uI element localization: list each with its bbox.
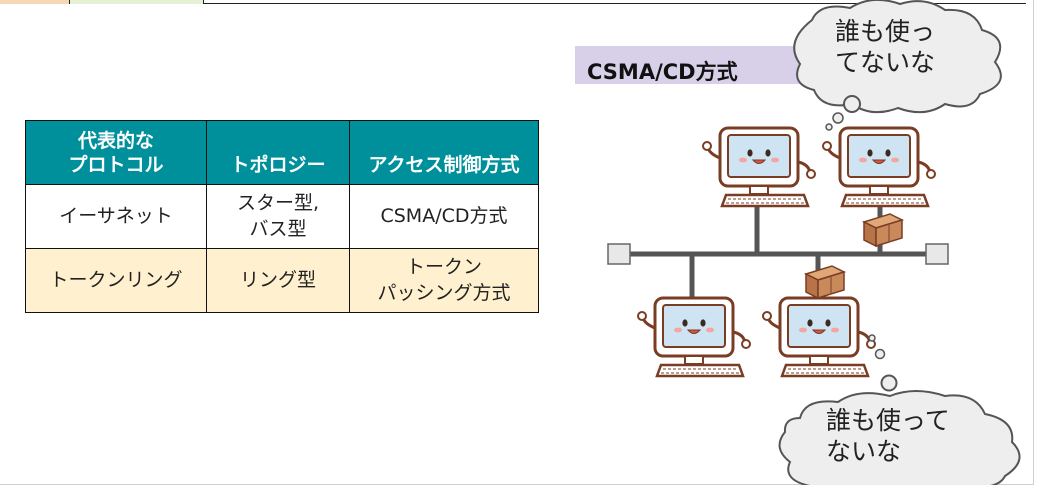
- protocol-table: 代表的な プロトコル トポロジー アクセス制御方式 イーサネット スター型, バ…: [25, 120, 539, 313]
- previous-table-cell: [70, 0, 204, 4]
- thought-bubble-top: [793, 0, 1002, 131]
- cell-protocol: トークンリング: [25, 248, 207, 313]
- previous-table-edge: [0, 0, 1026, 4]
- terminator-left: [607, 243, 631, 265]
- previous-table-cell: [0, 0, 70, 4]
- packet-box-icon: [863, 213, 903, 247]
- terminator-right: [925, 243, 949, 265]
- diagram-title: CSMA/CD方式: [575, 46, 801, 84]
- computer-icon: [761, 296, 877, 378]
- computer-icon: [821, 126, 937, 208]
- cell-protocol: イーサネット: [25, 184, 207, 249]
- table-header-row: 代表的な プロトコル トポロジー アクセス制御方式: [25, 120, 539, 185]
- packet-box-icon: [805, 265, 845, 299]
- thought-bubble-bottom-text: 誰も使って ないな: [826, 406, 950, 467]
- header-topology: トポロジー: [206, 120, 350, 185]
- table-row: トークンリング リング型 トークン パッシング方式: [25, 248, 539, 313]
- computer-icon: [636, 296, 752, 378]
- cell-topology: スター型, バス型: [206, 184, 350, 249]
- header-access-control: アクセス制御方式: [349, 120, 539, 185]
- thought-bubble-bottom: [778, 334, 1021, 485]
- computer-icon: [701, 126, 817, 208]
- thought-bubble-top-text: 誰も使っ てないな: [835, 17, 936, 78]
- cell-access: トークン パッシング方式: [349, 248, 539, 313]
- cell-topology: リング型: [206, 248, 350, 313]
